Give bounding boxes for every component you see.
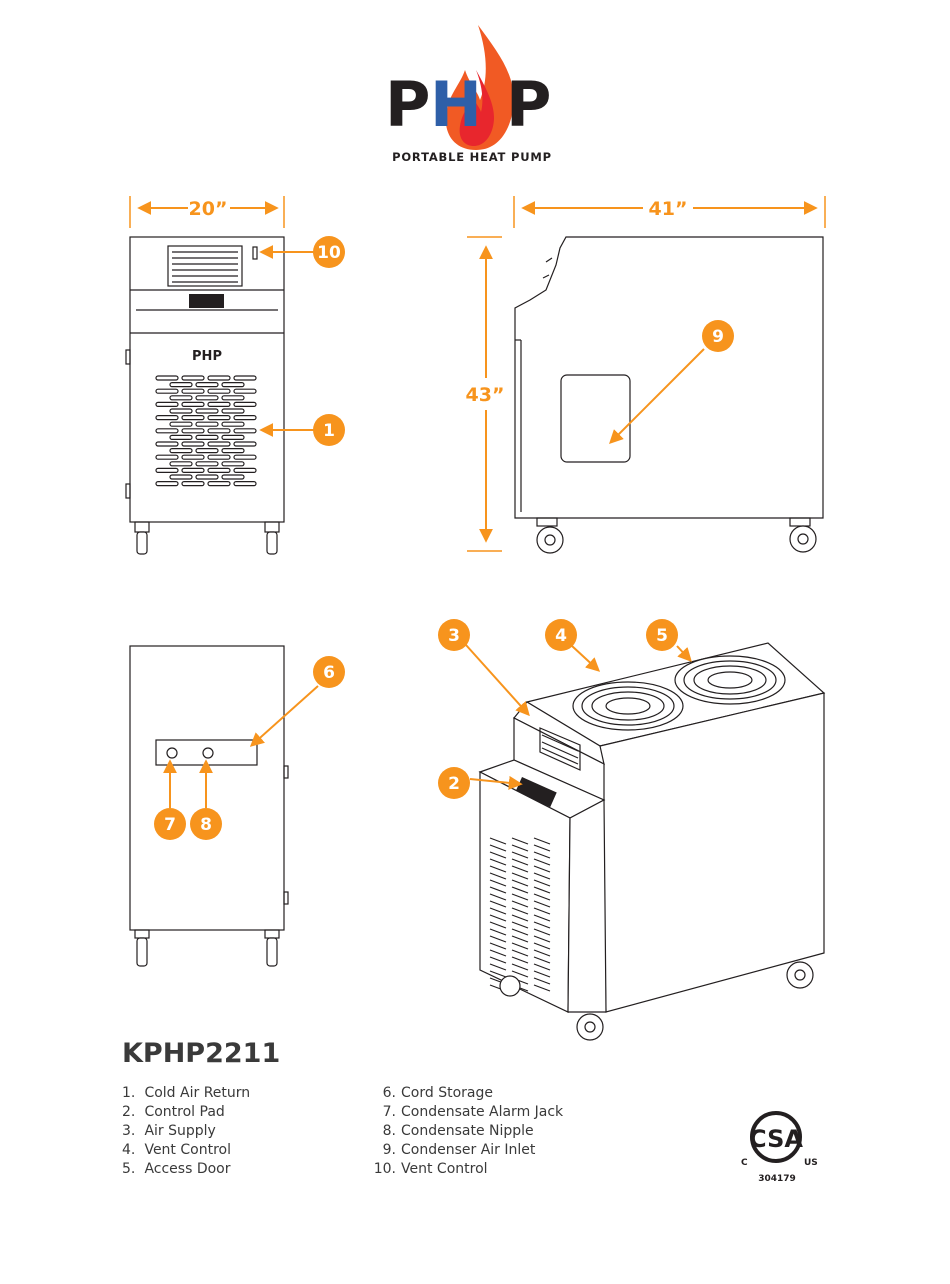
- legend-item: 3. Air Supply: [122, 1122, 250, 1141]
- depth-dimension: 41”: [649, 198, 688, 220]
- vent-fan-left: [573, 682, 683, 730]
- svg-text:1: 1: [323, 421, 335, 441]
- legend-item: 9.Condenser Air Inlet: [372, 1141, 563, 1160]
- svg-text:7: 7: [164, 815, 176, 835]
- legend-list-left: 1. Cold Air Return 2. Control Pad 3. Air…: [122, 1084, 250, 1179]
- mini-logo: PHP: [192, 349, 222, 364]
- callout-badge-4: 4: [545, 619, 577, 651]
- callout-badge-5: 5: [646, 619, 678, 651]
- svg-text:4: 4: [555, 626, 567, 646]
- csa-certification-mark: CSA C US 304179: [741, 1113, 818, 1184]
- front-view: 20” PHP: [126, 196, 284, 554]
- model-number: KPHP2211: [122, 1038, 280, 1069]
- legend-list-right: 6.Cord Storage 7.Condensate Alarm Jack 8…: [372, 1084, 563, 1179]
- display-screen: [189, 294, 224, 308]
- height-dimension: 43”: [466, 384, 505, 406]
- callout-badge-2: 2: [438, 767, 470, 799]
- legend-item: 7.Condensate Alarm Jack: [372, 1103, 563, 1122]
- csa-us-label: US: [804, 1158, 818, 1168]
- rear-casters: [135, 930, 279, 966]
- callout-badge-9: 9: [702, 320, 734, 352]
- callout-badge-7: 7: [154, 808, 186, 840]
- vent-fan-right: [675, 656, 785, 704]
- legend-item: 2. Control Pad: [122, 1103, 250, 1122]
- callout-badge-3: 3: [438, 619, 470, 651]
- callout-badge-6: 6: [313, 656, 345, 688]
- isometric-view: [480, 643, 824, 1040]
- side-casters: [537, 518, 816, 553]
- csa-c-label: C: [741, 1158, 748, 1168]
- callout-badge-8: 8: [190, 808, 222, 840]
- legend-item: 5. Access Door: [122, 1160, 250, 1179]
- legend-item: 10.Vent Control: [372, 1160, 563, 1179]
- svg-text:3: 3: [448, 626, 460, 646]
- legend-item: 6.Cord Storage: [372, 1084, 563, 1103]
- front-casters: [135, 522, 279, 554]
- svg-text:8: 8: [200, 815, 212, 835]
- php-logo: P H P PORTABLE HEAT PUMP: [385, 25, 552, 164]
- svg-text:9: 9: [712, 327, 724, 347]
- svg-text:10: 10: [317, 243, 341, 263]
- legend-item: 1. Cold Air Return: [122, 1084, 250, 1103]
- svg-text:6: 6: [323, 663, 335, 683]
- rear-view: [130, 646, 288, 966]
- csa-letters: CSA: [749, 1125, 803, 1153]
- logo-subtitle: PORTABLE HEAT PUMP: [392, 150, 552, 164]
- legend-item: 8.Condensate Nipple: [372, 1122, 563, 1141]
- callout-badge-1: 1: [313, 414, 345, 446]
- svg-text:2: 2: [448, 774, 460, 794]
- callout-badge-10: 10: [313, 236, 345, 268]
- svg-text:5: 5: [656, 626, 668, 646]
- csa-number: 304179: [758, 1174, 796, 1184]
- logo-letter-p1: P: [385, 68, 430, 141]
- legend-item: 4. Vent Control: [122, 1141, 250, 1160]
- logo-letter-h: H: [430, 68, 482, 141]
- logo-letter-p2: P: [506, 68, 551, 141]
- width-dimension: 20”: [189, 198, 228, 220]
- side-view: 41” 43”: [466, 196, 825, 553]
